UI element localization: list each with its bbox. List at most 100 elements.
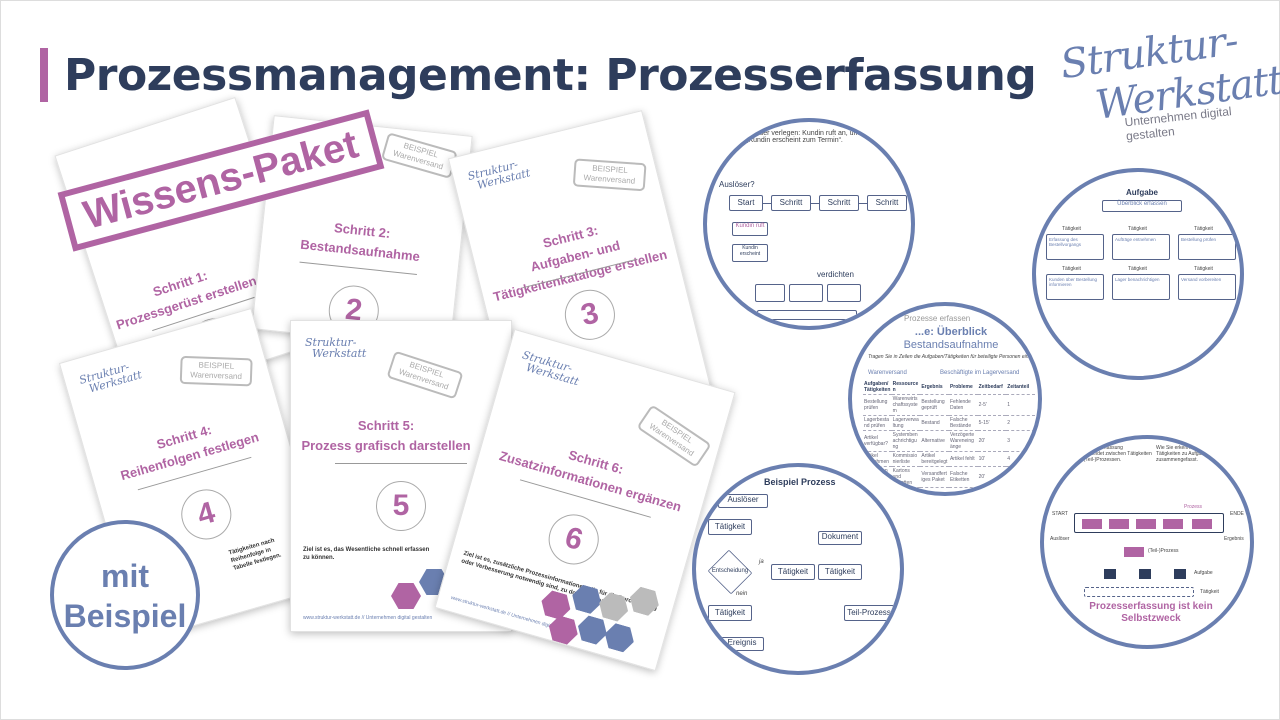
diagram-box bbox=[755, 284, 785, 302]
table-cell: Alternative bbox=[920, 430, 949, 452]
zoom-circle-process-levels: Die Prozesserfassung unterscheidet zwisc… bbox=[1040, 435, 1254, 649]
subprocess-label: (Teil-)Prozess bbox=[1148, 548, 1179, 554]
table-cell: Paket abgegeben bbox=[920, 487, 949, 492]
table-cell: Artikel verfügbar? bbox=[863, 430, 892, 452]
step-number: 6 bbox=[542, 508, 605, 571]
table-header: Ergebnis bbox=[920, 380, 949, 395]
page-logo: Struktur- Werkstatt bbox=[466, 157, 531, 193]
step-number: 3 bbox=[559, 284, 621, 346]
activity-box: Erfassung des Bestellvorgangs bbox=[1046, 234, 1104, 260]
customer-arrives-box: Kundin erscheint bbox=[732, 244, 768, 262]
table-cell: 20' bbox=[977, 430, 1007, 452]
table-header: Ressourcen bbox=[891, 380, 921, 395]
zoom3-header: Prozesse erfassen bbox=[904, 314, 971, 323]
process-step bbox=[1192, 519, 1212, 529]
table-cell: Verpacken und etikettieren bbox=[863, 466, 892, 488]
activity-label: Tätigkeit bbox=[1200, 589, 1219, 595]
activity-label: Tätigkeit bbox=[1128, 266, 1147, 272]
badge-line1: mit bbox=[101, 558, 149, 594]
trigger-box: Auslöser bbox=[718, 494, 768, 508]
badge-line2: Beispiel bbox=[63, 598, 187, 634]
event-box: Ereignis bbox=[720, 637, 764, 651]
table-header: Zeitbedarf bbox=[977, 380, 1007, 395]
end-label: ENDE bbox=[1230, 511, 1244, 517]
logo: Struktur- Werkstatt Unternehmen digital … bbox=[1055, 18, 1280, 143]
hexagon-decoration bbox=[574, 613, 610, 646]
zoom-circle-bestandsaufnahme: Prozesse erfassen ...e: Überblick Bestan… bbox=[848, 302, 1042, 496]
page-heading: Schritt 5: Prozess grafisch darstellen bbox=[291, 416, 481, 456]
example-stamp: BEISPIEL Warenversand bbox=[636, 404, 712, 468]
step-label: Schritt 5: bbox=[357, 418, 415, 433]
result-label: Ergebnis bbox=[1224, 536, 1244, 542]
mit-beispiel-badge: mit Beispiel bbox=[50, 520, 200, 670]
table-cell: Artikel fehlt bbox=[948, 451, 978, 467]
table-cell: 20' bbox=[977, 466, 1007, 488]
activity-box: Bestellung prüfen bbox=[1178, 234, 1236, 260]
table-cell: Paket an Versanddienstleister übergeben bbox=[863, 487, 892, 492]
table-cell: 2 bbox=[1006, 487, 1035, 492]
task-box bbox=[1139, 569, 1151, 579]
divider bbox=[335, 463, 467, 464]
table-cell: Kartons und Etiketten bbox=[891, 466, 921, 488]
table-cell: Bestellung geprüft bbox=[920, 394, 949, 416]
step-title: Prozess grafisch darstellen bbox=[301, 438, 471, 453]
table-cell: Bestellung prüfen bbox=[863, 394, 892, 416]
table-cell: Fehlende Daten bbox=[948, 394, 978, 416]
step-box: Schritt bbox=[819, 195, 859, 211]
activity-box: Tätigkeit bbox=[708, 605, 752, 621]
page-logo: Struktur- Werkstatt bbox=[78, 358, 144, 396]
example-stamp: BEISPIEL Warenversand bbox=[380, 132, 458, 179]
document-box: Dokument bbox=[818, 531, 862, 545]
diagram-box bbox=[789, 284, 823, 302]
zoom4-title: Beispiel Prozess bbox=[764, 477, 836, 487]
table-cell: Kommissionierliste bbox=[891, 451, 921, 467]
page-footer: www.struktur-werkstatt.de // Unternehmen… bbox=[303, 615, 433, 621]
table-cell: 1 bbox=[1006, 394, 1035, 416]
table-header: Zeitanteil bbox=[1006, 380, 1035, 395]
activity-box: Versand vorbereiten bbox=[1178, 274, 1236, 300]
page-logo-line2: Werkstatt bbox=[312, 347, 367, 360]
process-step bbox=[1163, 519, 1183, 529]
page-heading: Schritt 4:Reihenfolgen festlegen bbox=[86, 401, 287, 494]
table-cell: Versandliste bbox=[891, 487, 921, 492]
example-stamp: BEISPIEL Warenversand bbox=[572, 158, 647, 192]
table-cell: 5 bbox=[1006, 466, 1035, 488]
task-label: Aufgabe bbox=[1194, 570, 1213, 576]
table-cell: Systembenachrichtigung bbox=[891, 430, 921, 452]
diagram-box bbox=[827, 284, 861, 302]
table-cell: Lagerbestand prüfen bbox=[863, 415, 892, 431]
table-cell: 10' bbox=[977, 451, 1007, 467]
page-logo: Struktur- Werkstatt bbox=[305, 337, 366, 359]
example-stamp: BEISPIEL Warenversand bbox=[179, 355, 253, 387]
step-box: Schritt bbox=[867, 195, 907, 211]
activity-box: Tätigkeit bbox=[708, 519, 752, 535]
hexagon-decoration bbox=[601, 621, 637, 654]
trigger-label: Auslöser bbox=[1050, 536, 1070, 542]
zoom-circle-trigger: den Auslöser verlegen: Kundin ruft an, u… bbox=[703, 118, 915, 330]
zoom5-footer: Prozesserfassung ist kein Selbstzweck bbox=[1089, 601, 1213, 624]
table-cell: 10' bbox=[977, 487, 1007, 492]
activity-label: Tätigkeit bbox=[1194, 266, 1213, 272]
activity-box: Aufträge entnehmen bbox=[1112, 234, 1170, 260]
activity-label: Tätigkeit bbox=[1062, 226, 1081, 232]
table-cell: 2 bbox=[1006, 415, 1035, 431]
start-label: START bbox=[1052, 511, 1068, 517]
condense-label: verdichten bbox=[817, 270, 854, 279]
zoom3-subtitle: Tragen Sie in Zeilen die Aufgaben/Tätigk… bbox=[868, 354, 1030, 360]
zoom3-title-bold: ...e: Überblick bbox=[914, 326, 988, 338]
process-step bbox=[1136, 519, 1156, 529]
task-box bbox=[1104, 569, 1116, 579]
zoom3-process: Warenversand bbox=[868, 370, 907, 376]
zoom5-text-left: Die Prozesserfassung unterscheidet zwisc… bbox=[1074, 445, 1152, 463]
start-box: Start bbox=[729, 195, 763, 211]
table-cell: Warenwirtschaftssystem bbox=[891, 394, 921, 416]
activity-label: Tätigkeit bbox=[1194, 226, 1213, 232]
customer-calls-box: Kundin ruft bbox=[732, 222, 768, 236]
subprocess-box: Teil-Prozess bbox=[844, 605, 894, 621]
